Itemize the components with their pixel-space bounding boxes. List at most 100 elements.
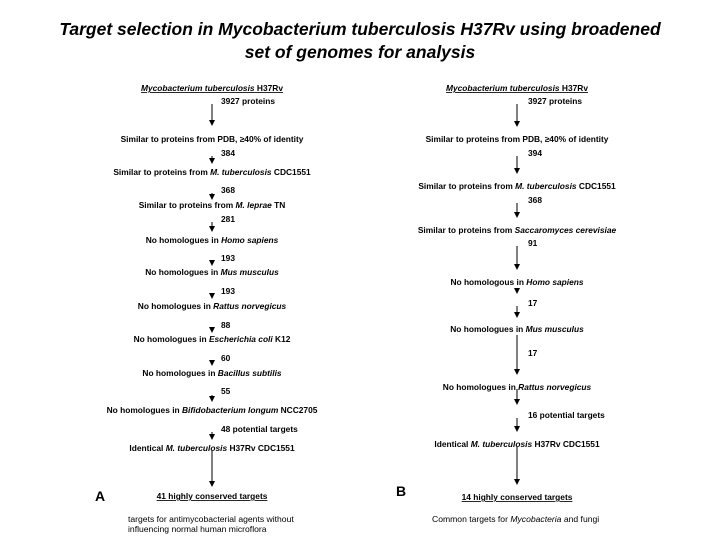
flow-arrow-head	[209, 396, 215, 402]
flow-arrow-head	[514, 212, 520, 218]
step-text-segment: CDC1551	[577, 181, 616, 191]
flow-arrow-head	[514, 479, 520, 485]
step-label: Identical M. tuberculosis H37Rv CDC1551	[129, 443, 295, 453]
flow-arrow	[514, 335, 520, 375]
step-text-segment: Bacillus subtilis	[218, 368, 282, 378]
step-text-segment: 193	[221, 286, 235, 296]
flow-arrow	[209, 432, 215, 440]
step-text-segment: 3927 proteins	[221, 96, 275, 106]
step-text-segment: Rattus norvegicus	[518, 382, 591, 392]
step-text-segment: 55	[221, 386, 231, 396]
step-text-segment: No homologues in	[134, 334, 209, 344]
step-label: No homologues in Bifidobacterium longum …	[107, 405, 318, 415]
flow-arrow-head	[514, 369, 520, 375]
step-label: 14 highly conserved targets	[462, 492, 573, 502]
flow-arrow-head	[209, 360, 215, 366]
step-text-segment: 14 highly conserved targets	[462, 492, 573, 502]
step-label: No homologous in Homo sapiens	[450, 277, 583, 287]
step-count: 3927 proteins	[221, 96, 275, 106]
step-count: 193	[221, 253, 235, 263]
panel-b-caption: Common targets for Mycobacteria and fung…	[432, 514, 599, 524]
step-count: 17	[528, 298, 538, 308]
step-count: 281	[221, 214, 235, 224]
step-text-segment: 17	[528, 348, 538, 358]
flow-arrow	[514, 447, 520, 485]
step-text-segment: 3927 proteins	[528, 96, 582, 106]
flow-arrow	[514, 389, 520, 405]
flow-arrow-head	[209, 481, 215, 487]
step-text-segment: M. tuberculosis	[515, 181, 577, 191]
step-text-segment: 394	[528, 148, 542, 158]
panel-b-caption-end: and fungi	[561, 514, 600, 524]
step-text-segment: Identical	[434, 439, 470, 449]
step-count: 55	[221, 386, 231, 396]
flow-arrow	[209, 156, 215, 164]
step-count: 368	[528, 195, 542, 205]
step-count: 91	[528, 238, 538, 248]
step-label: No homologues in Bacillus subtilis	[142, 368, 281, 378]
step-text-segment: Similar to proteins from	[418, 225, 515, 235]
panel-b-letter: B	[396, 483, 407, 499]
step-label: Similar to proteins from PDB, ≥40% of id…	[121, 134, 304, 144]
flow-arrow	[514, 306, 520, 318]
flow-arrow-head	[514, 399, 520, 405]
flow-arrow-head	[514, 312, 520, 318]
step-count: 16 potential targets	[528, 410, 605, 420]
step-text-segment: No homologous in	[450, 277, 526, 287]
step-text-segment: Saccaromyces cerevisiae	[515, 225, 617, 235]
flow-arrow	[514, 418, 520, 432]
step-text-segment: Mycobacterium tuberculosis	[141, 83, 255, 93]
flow-arrow-head	[514, 168, 520, 174]
step-label: No homologues in Homo sapiens	[146, 235, 279, 245]
step-text-segment: 281	[221, 214, 235, 224]
step-text-segment: No homologues in	[145, 267, 220, 277]
flow-arrow	[209, 451, 215, 487]
flow-arrow	[514, 246, 520, 270]
flow-arrow	[514, 203, 520, 218]
flow-arrow-head	[514, 426, 520, 432]
panel-a-letter: A	[95, 488, 106, 504]
step-label: No homologues in Rattus norvegicus	[138, 301, 287, 311]
flow-arrow	[514, 156, 520, 174]
step-count: 193	[221, 286, 235, 296]
step-text-segment: 368	[528, 195, 542, 205]
step-text-segment: 368	[221, 185, 235, 195]
title-line-2: set of genomes for analysis	[244, 42, 476, 62]
step-count: 88	[221, 320, 231, 330]
flow-arrow-head	[209, 260, 215, 266]
flow-arrow	[514, 288, 520, 294]
step-text-segment: H37Rv CDC1551	[227, 443, 295, 453]
step-text-segment: Similar to proteins from PDB, ≥40% of id…	[426, 134, 609, 144]
step-text-segment: No homologues in	[142, 368, 217, 378]
flow-arrow-head	[209, 434, 215, 440]
step-text-segment: CDC1551	[272, 167, 311, 177]
step-text-segment: Similar to proteins from	[418, 181, 515, 191]
flow-arrow-head	[514, 121, 520, 127]
step-label: Similar to proteins from PDB, ≥40% of id…	[426, 134, 609, 144]
step-count: 368	[221, 185, 235, 195]
flow-arrow	[209, 104, 215, 126]
title-line-1: Target selection in Mycobacterium tuberc…	[59, 19, 661, 39]
step-text-segment: No homologues in	[146, 235, 221, 245]
step-label: Identical M. tuberculosis H37Rv CDC1551	[434, 439, 600, 449]
flow-arrow-head	[209, 194, 215, 200]
step-text-segment: 60	[221, 353, 231, 363]
slide-title: Target selection in Mycobacterium tuberc…	[0, 18, 720, 64]
step-label: No homologues in Escherichia coli K12	[134, 334, 291, 344]
panel-b-caption-italic: Mycobacteria	[510, 514, 562, 524]
step-text-segment: No homologues in	[450, 324, 525, 334]
step-text-segment: NCC2705	[278, 405, 317, 415]
flow-arrow	[209, 360, 215, 366]
step-count: 60	[221, 353, 231, 363]
flow-arrow	[209, 293, 215, 299]
flow-arrow	[209, 327, 215, 333]
step-text-segment: Similar to proteins from	[139, 200, 236, 210]
step-text-segment: K12	[273, 334, 291, 344]
step-label: Mycobacterium tuberculosis H37Rv	[141, 83, 283, 93]
step-label: Similar to proteins from M. leprae TN	[139, 200, 286, 210]
step-count: 48 potential targets	[221, 424, 298, 434]
step-text-segment: Similar to proteins from	[113, 167, 210, 177]
step-text-segment: 48 potential targets	[221, 424, 298, 434]
